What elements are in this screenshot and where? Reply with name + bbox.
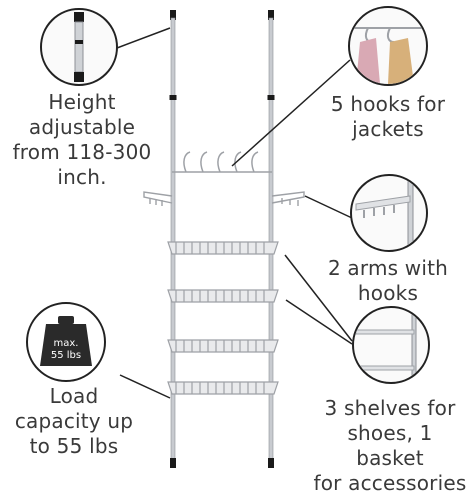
shelves-callout: 3 shelves for shoes, 1 basket for access…	[312, 396, 468, 496]
weight-icon	[40, 316, 92, 366]
wire-shelf	[167, 381, 279, 395]
hooks-detail-image	[354, 27, 422, 84]
shelves-detail-circle	[352, 306, 430, 384]
hook-bar	[172, 151, 272, 173]
arm-detail-image	[355, 176, 414, 250]
weight-label-max: max.	[53, 338, 79, 349]
callout-line: hooks	[357, 281, 419, 305]
callout-line: 5 hooks for	[330, 92, 446, 116]
side-arms	[143, 191, 305, 206]
left-pole	[169, 10, 177, 468]
pole-detail-circle	[40, 8, 118, 86]
callout-line: from 118-300	[12, 140, 152, 164]
callout-line: inch.	[57, 165, 107, 189]
callout-line: Load	[49, 384, 99, 408]
pole-detail-image	[74, 12, 84, 82]
hooks-detail-circle	[348, 6, 428, 86]
wire-shelf	[167, 289, 279, 303]
wire-shelves	[167, 241, 279, 395]
shelves-detail-image	[355, 308, 417, 382]
weight-badge-circle: max. 55 lbs	[26, 302, 106, 382]
wire-shelf	[167, 339, 279, 353]
height-callout: Height adjustable from 118-300 inch.	[12, 90, 152, 190]
callout-line: 3 shelves for	[324, 396, 456, 420]
hooks-callout: 5 hooks for jackets	[318, 92, 458, 142]
callout-line: capacity up	[14, 409, 134, 433]
callout-line: adjustable	[28, 115, 136, 139]
load-callout: Load capacity up to 55 lbs	[4, 384, 144, 459]
arms-callout: 2 arms with hooks	[318, 256, 458, 306]
wire-shelf	[167, 241, 279, 255]
callout-line: 2 arms with	[327, 256, 449, 280]
callout-line: shoes, 1 basket	[347, 421, 433, 470]
callout-line: for accessories	[313, 471, 467, 495]
callout-line: Height	[48, 90, 116, 114]
arm-detail-circle	[350, 174, 428, 252]
callout-line: to 55 lbs	[29, 434, 119, 458]
callout-line: jackets	[352, 117, 424, 141]
right-pole	[267, 10, 275, 468]
weight-label-value: 55 lbs	[50, 350, 82, 361]
